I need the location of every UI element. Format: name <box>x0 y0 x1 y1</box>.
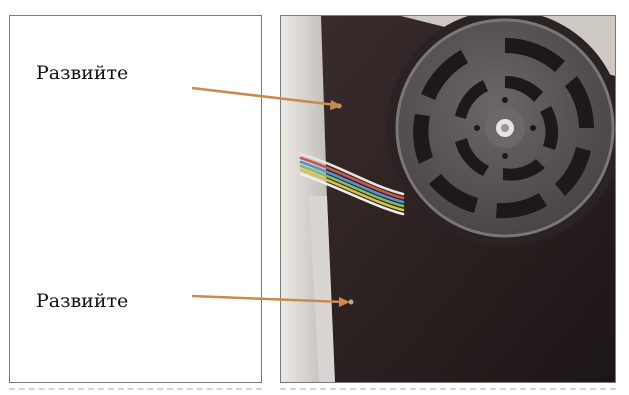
right-panel-bottom-edge <box>280 388 616 390</box>
left-panel <box>9 15 262 383</box>
left-panel-bottom-edge <box>9 388 262 390</box>
callout-label-bottom: Развийте <box>36 290 129 312</box>
fan-motor-photo <box>281 16 615 382</box>
photo-panel <box>280 15 616 383</box>
callout-label-top: Развийте <box>36 62 129 84</box>
